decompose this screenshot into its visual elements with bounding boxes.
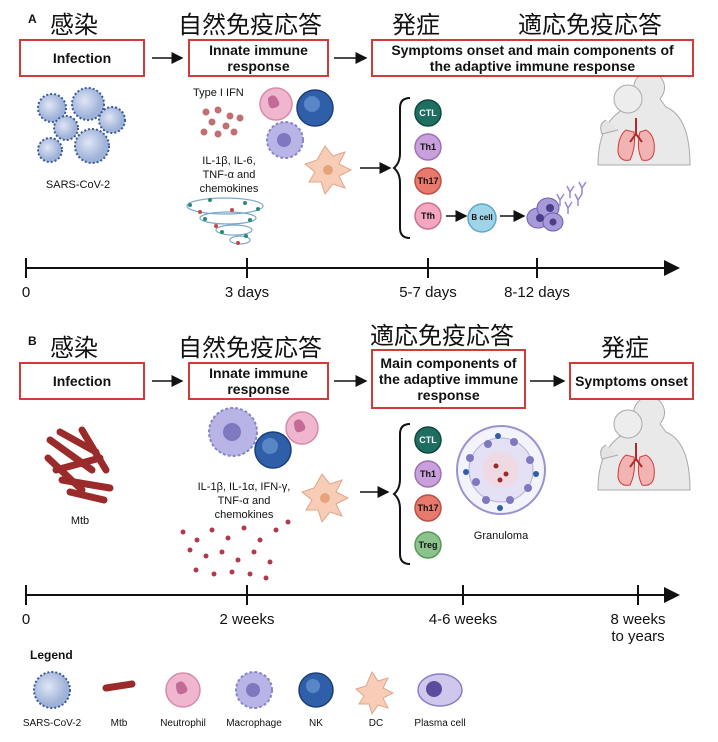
cytokine-label-b: IL-1β, IL-1α, IFN-γ, TNF-α and chemokine… xyxy=(197,481,291,521)
th17-label-b: Th17 xyxy=(417,503,439,513)
cytokine-dots-b xyxy=(180,519,291,581)
mtb-illustration xyxy=(44,426,114,504)
granuloma-illustration xyxy=(456,425,546,515)
timeline-a-5-7-days: 5-7 days xyxy=(399,284,457,301)
dc-a xyxy=(303,145,353,196)
th1-label-b: Th1 xyxy=(419,469,436,479)
b-cell xyxy=(467,203,497,233)
th1-label-a: Th1 xyxy=(419,142,436,152)
legend-label-macrophage: Macrophage xyxy=(226,718,282,729)
legend-label-plasma-cell: Plasma cell xyxy=(414,718,466,729)
jp-label-onset-b: 発症 xyxy=(601,334,649,362)
tfh-cell-a xyxy=(414,202,442,230)
coughing-person-a xyxy=(597,71,691,166)
th17-label-a: Th17 xyxy=(417,176,439,186)
innate-box-b: Innate immune response xyxy=(188,362,329,400)
panel-b-letter: B xyxy=(28,334,37,348)
timeline-b-8-weeks-to-years: 8 weeks to years xyxy=(610,611,666,645)
th1-cell-a xyxy=(414,133,442,161)
timeline-a-3-days: 3 days xyxy=(224,284,270,301)
jp-label-innate-b: 自然免疫応答 xyxy=(178,334,322,362)
cytokine-label-a: IL-1β, IL-6, TNF-α and chemokines xyxy=(199,155,259,195)
th1-cell-b xyxy=(414,460,442,488)
macrophage-b xyxy=(208,407,258,457)
legend-label-nk: NK xyxy=(309,718,323,729)
dc-b xyxy=(300,473,350,524)
sars-cov-2-illustration xyxy=(37,87,126,164)
plasma-cells-a xyxy=(526,197,564,232)
adaptive-box-b: Main components of the adaptive immune r… xyxy=(371,349,526,409)
ctl-label-a: CTL xyxy=(419,108,437,118)
jp-label-infection-a: 感染 xyxy=(50,11,98,39)
jp-label-adaptive-a: 適応免疫応答 xyxy=(518,11,662,39)
legend-label-neutrophil: Neutrophil xyxy=(160,718,206,729)
neutrophil-a xyxy=(259,87,293,121)
jp-label-innate-a: 自然免疫応答 xyxy=(178,11,322,39)
jp-label-infection-b: 感染 xyxy=(50,334,98,362)
ctl-cell-b xyxy=(414,426,442,454)
coughing-person-b xyxy=(597,396,691,491)
legend-label-dc: DC xyxy=(368,718,384,729)
neutrophil-b xyxy=(285,411,319,445)
b-cell-label: B cell xyxy=(471,213,493,222)
macrophage-a xyxy=(266,121,304,159)
infection-box-a: Infection xyxy=(19,39,145,77)
jp-label-onset-a: 発症 xyxy=(392,11,440,39)
symptoms-box-b: Symptoms onset xyxy=(569,362,694,400)
legend-label-mtb: Mtb xyxy=(110,718,128,729)
panel-a-letter: A xyxy=(28,12,37,26)
timeline-b-4-6-weeks: 4-6 weeks xyxy=(428,611,498,628)
treg-cell-b xyxy=(414,531,442,559)
timeline-a-0: 0 xyxy=(21,284,31,301)
nk-b xyxy=(254,431,292,469)
timeline-a-8-12-days: 8-12 days xyxy=(504,284,570,301)
ifn-dots xyxy=(200,106,244,138)
granuloma-label: Granuloma xyxy=(473,530,529,542)
legend-title: Legend xyxy=(30,648,73,662)
chemokine-swirl xyxy=(186,197,264,245)
ctl-label-b: CTL xyxy=(419,435,437,445)
ifn-label: Type I IFN xyxy=(193,87,244,99)
mtb-label: Mtb xyxy=(70,515,90,527)
legend-label-sars-cov-2: SARS-CoV-2 xyxy=(22,718,82,729)
legend-icons xyxy=(33,670,463,716)
bracket-b xyxy=(392,423,411,565)
infection-box-b: Infection xyxy=(19,362,145,400)
th17-cell-a xyxy=(414,167,442,195)
bracket-a xyxy=(392,97,411,239)
nk-a xyxy=(296,89,334,127)
ctl-cell-a xyxy=(414,99,442,127)
timeline-b-0: 0 xyxy=(21,611,31,628)
tfh-label-a: Tfh xyxy=(421,211,435,221)
timeline-b-2-weeks: 2 weeks xyxy=(219,611,275,628)
sars-cov-2-label: SARS-CoV-2 xyxy=(45,179,111,191)
jp-label-adaptive-b: 適応免疫応答 xyxy=(370,322,514,350)
treg-label-b: Treg xyxy=(418,540,438,550)
antibodies xyxy=(556,181,587,214)
innate-box-a: Innate immune response xyxy=(188,39,329,77)
th17-cell-b xyxy=(414,494,442,522)
symptoms-adaptive-box-a: Symptoms onset and main components of th… xyxy=(371,39,694,77)
